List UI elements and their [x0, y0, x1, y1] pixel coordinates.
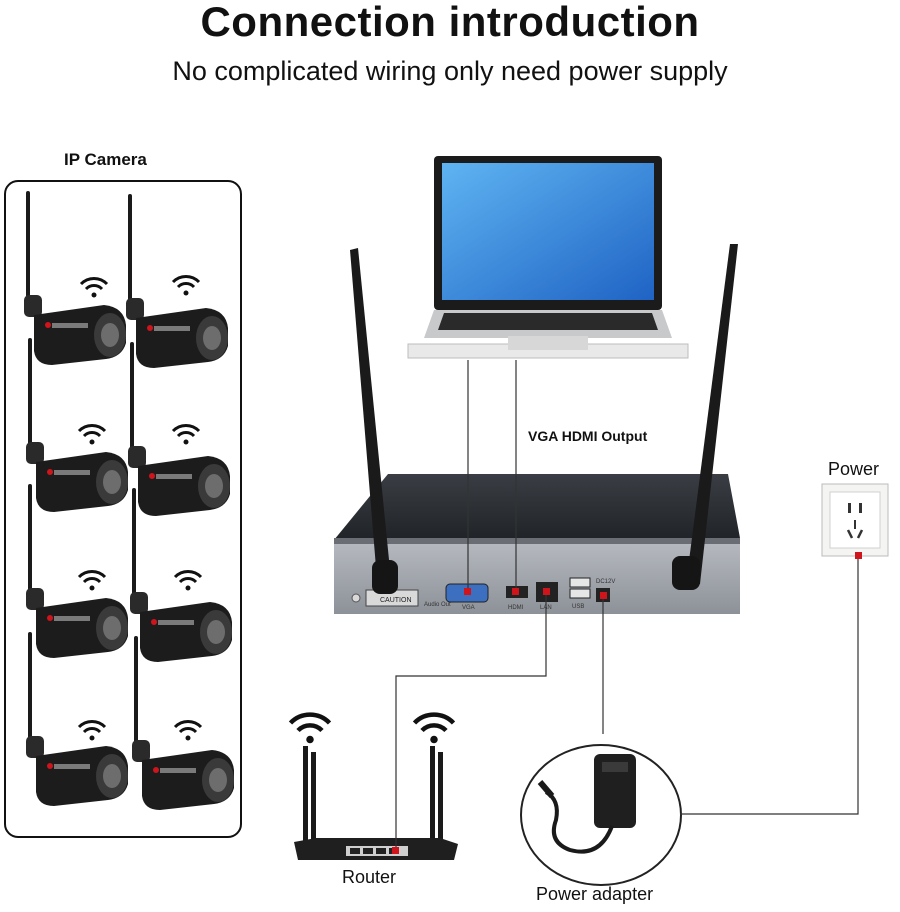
ip-camera-group [4, 180, 242, 838]
camera-3 [26, 338, 128, 512]
port-dc-label: DC12V [596, 579, 615, 585]
port-usb-label: USB [572, 604, 584, 610]
wifi-icon [171, 423, 201, 446]
camera-1 [24, 191, 126, 365]
wifi-icon [415, 715, 454, 744]
power-label: Power [828, 459, 880, 479]
wifi-icon [77, 423, 107, 446]
camera-4 [128, 342, 230, 516]
vga-hdmi-output-label: VGA HDMI Output [528, 428, 648, 444]
nvr-recorder: CAUTION Audio Out VGA HDMI LAN USB DC12V [334, 244, 740, 614]
port-markers [392, 552, 862, 854]
power-outlet [821, 483, 889, 557]
camera-2 [126, 194, 228, 368]
port-vga-label: VGA [462, 605, 475, 611]
power-wire [680, 558, 859, 815]
ip-camera-label: IP Camera [64, 150, 147, 169]
caution-sticker: CAUTION [380, 597, 412, 604]
wifi-icon [77, 719, 107, 742]
page-subtitle: No complicated wiring only need power su… [172, 56, 728, 86]
router [294, 746, 458, 860]
camera-7 [26, 632, 128, 806]
wifi-icon [291, 715, 330, 744]
camera-5 [26, 484, 128, 658]
port-hdmi-label: HDMI [508, 605, 524, 611]
wifi-icon [173, 719, 203, 742]
power-adapter-label: Power adapter [536, 884, 654, 904]
laptop [407, 156, 689, 359]
power-adapter [520, 744, 682, 886]
lan-wire [395, 594, 547, 850]
wifi-icon [173, 569, 203, 592]
wifi-icon [77, 569, 107, 592]
camera-6 [130, 488, 232, 662]
wifi-icon [79, 276, 109, 299]
wires [395, 360, 859, 850]
router-label: Router [342, 867, 397, 887]
port-audio-label: Audio Out [424, 602, 451, 608]
page-title: Connection introduction [200, 0, 700, 45]
wifi-icon [171, 274, 201, 297]
